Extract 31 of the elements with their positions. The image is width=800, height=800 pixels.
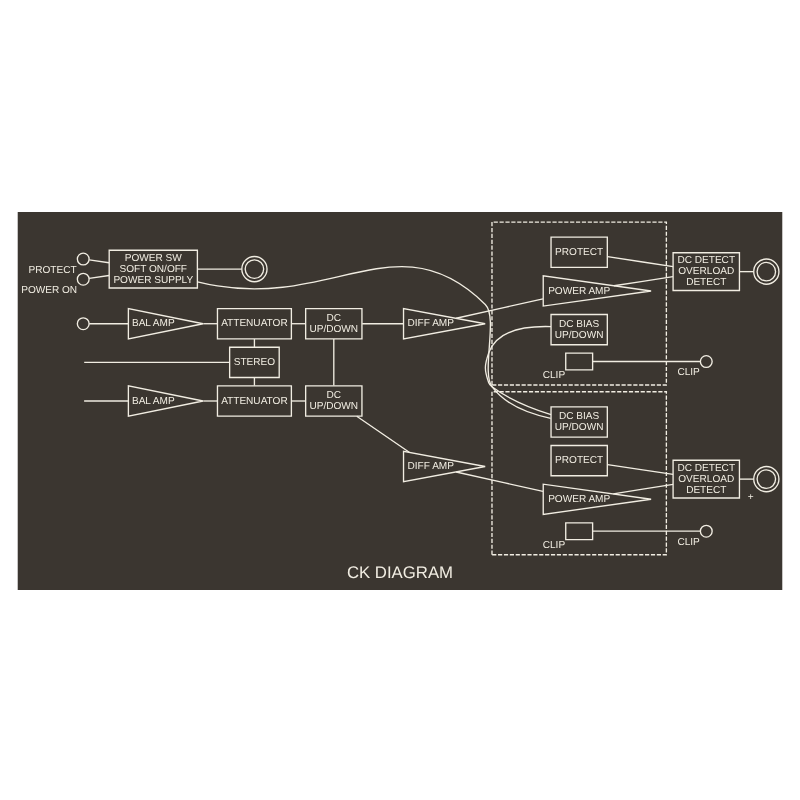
connector <box>88 322 129 324</box>
connector <box>592 529 701 531</box>
cluster <box>491 390 668 555</box>
node-circle <box>76 316 90 330</box>
connector <box>606 254 674 267</box>
node-circle <box>699 523 713 537</box>
node-circle <box>76 251 90 265</box>
connector <box>88 258 110 263</box>
connector <box>196 265 552 419</box>
connector <box>455 297 544 318</box>
diagram-title: CK DIAGRAM <box>346 561 454 582</box>
connector <box>356 414 410 452</box>
connector <box>83 360 231 363</box>
connector <box>484 324 552 415</box>
connector <box>739 477 755 479</box>
connector <box>83 399 129 401</box>
connector <box>333 337 335 386</box>
node-circle <box>699 353 713 368</box>
connector <box>606 463 674 475</box>
node-box <box>565 521 594 540</box>
connector <box>196 267 243 269</box>
node-circle <box>76 271 90 285</box>
connector <box>612 482 674 494</box>
connector <box>455 470 544 492</box>
connector <box>290 399 307 401</box>
connector <box>592 359 701 362</box>
connector <box>361 322 405 324</box>
connector <box>613 274 674 286</box>
node-box <box>565 351 594 370</box>
connector <box>88 273 110 279</box>
connector <box>202 399 218 401</box>
